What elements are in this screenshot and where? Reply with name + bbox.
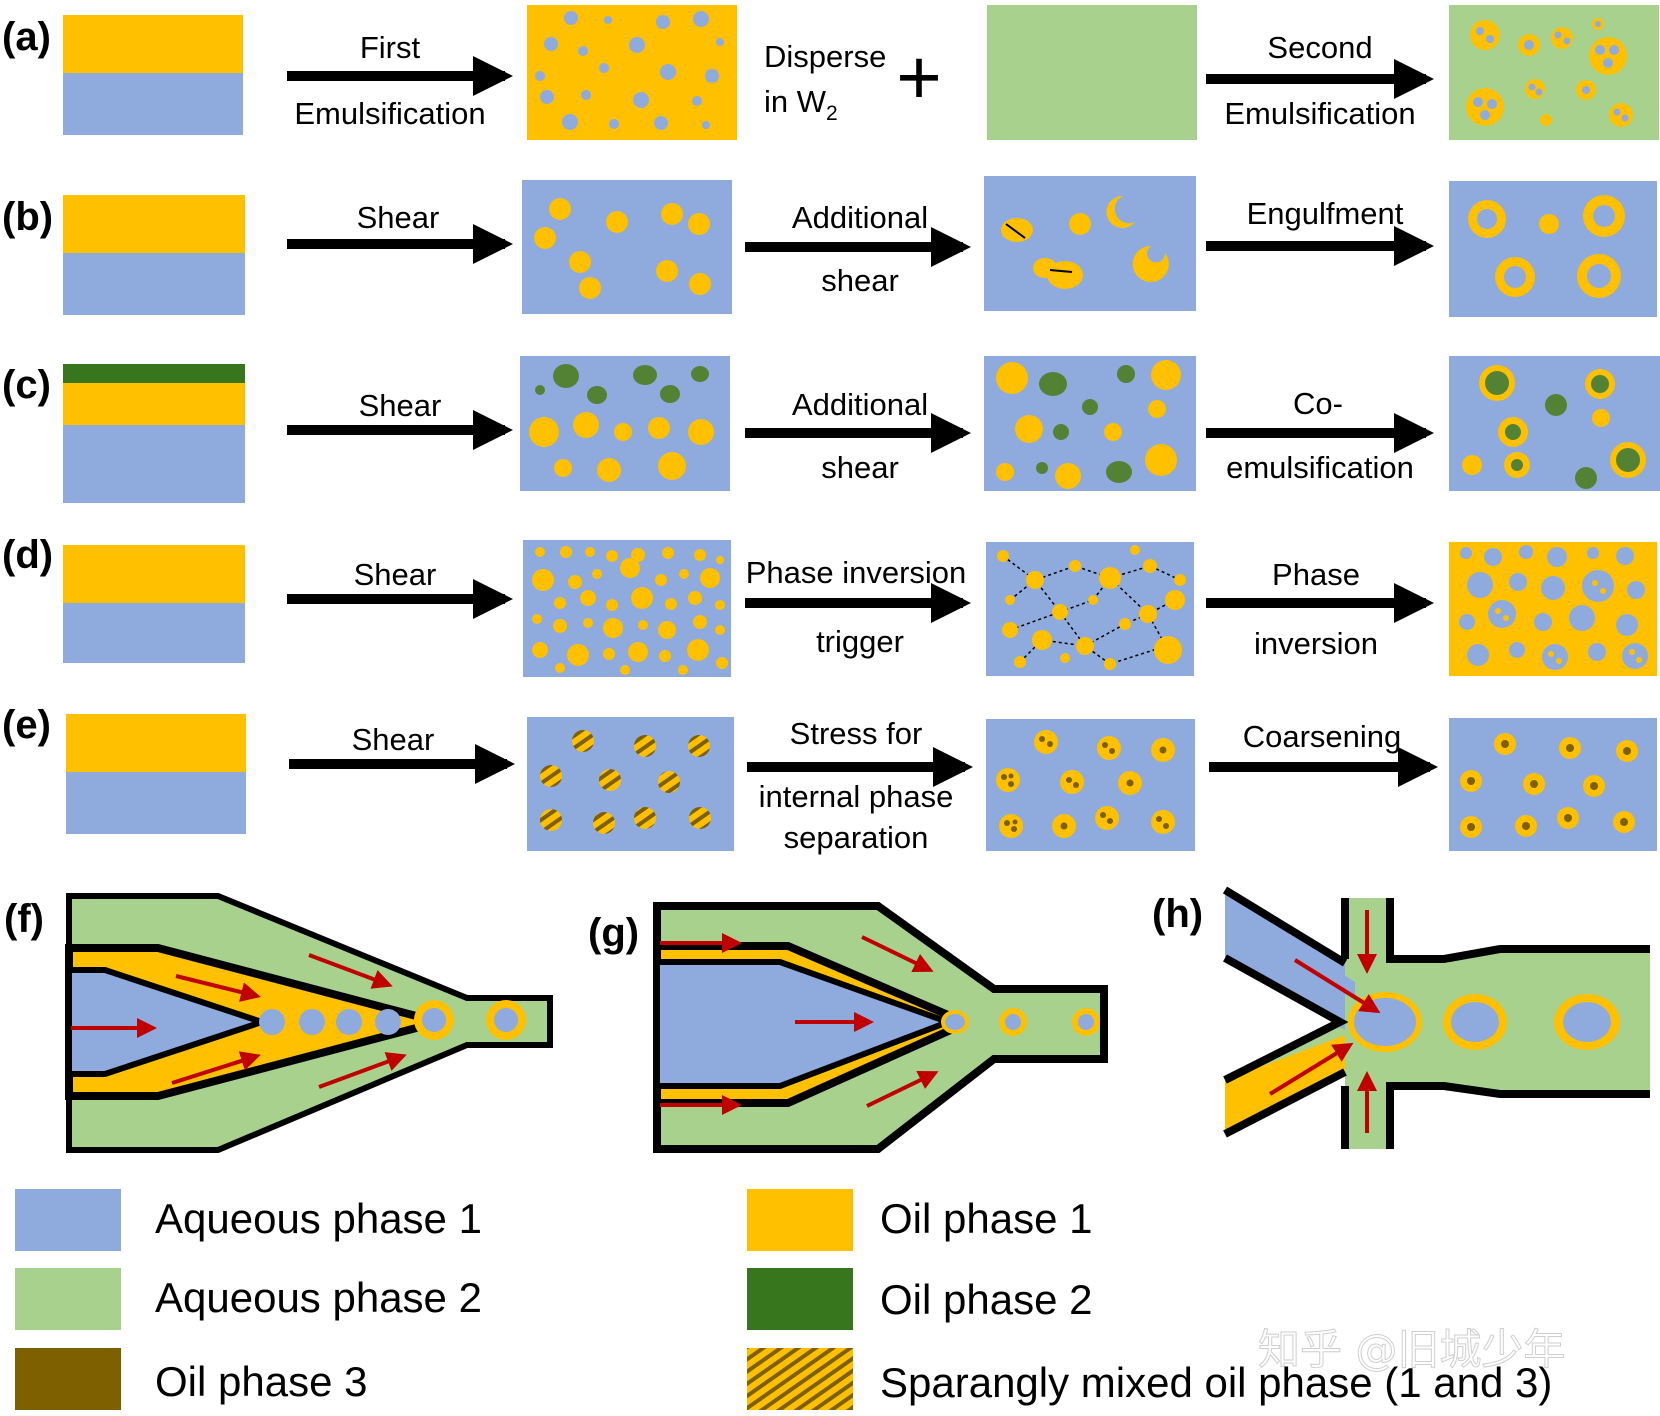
panel-label-h: (h) — [1152, 892, 1203, 936]
junction-wedge — [1225, 958, 1340, 1080]
w1-o-emulsion-box — [527, 5, 737, 140]
core-shell-drops — [1468, 195, 1625, 298]
legend-label: Aqueous phase 2 — [155, 1274, 482, 1321]
row-d: (d) Shear Phase inversion trigger — [2, 533, 1657, 677]
arrow-label: internal phase — [759, 779, 954, 814]
arrow-label: Stress for — [790, 716, 923, 751]
arrow-label: shear — [821, 263, 899, 298]
panel-label-c: (c) — [2, 363, 51, 407]
arrow-label: First — [360, 30, 421, 65]
disperse-label: Disperse — [764, 39, 886, 74]
panel-label-b: (b) — [2, 195, 53, 239]
legend: Aqueous phase 1 Aqueous phase 2 Oil phas… — [15, 1189, 1552, 1410]
aqueous-phase-1-layer — [63, 425, 245, 503]
deforming-droplets — [1001, 195, 1169, 289]
arrow-label: Phase — [1272, 557, 1360, 592]
legend-label: Oil phase 1 — [880, 1195, 1092, 1242]
hatched-droplets — [540, 730, 711, 834]
microfluidic-device-g: (g) — [588, 902, 1108, 1153]
plus-sign: + — [896, 33, 942, 121]
arrow-label: Emulsification — [1224, 96, 1415, 131]
inner-capillary — [66, 967, 272, 1077]
multi-core-droplets — [996, 730, 1175, 838]
flow-arrows-g — [660, 933, 939, 1115]
arrow-label: Coarsening — [1243, 719, 1402, 754]
row-b: (b) Shear Additional shear Engulfment — [2, 176, 1657, 317]
co-emulsion-drops — [1462, 365, 1646, 489]
mixed-droplets — [529, 364, 714, 482]
arrow-label: inversion — [1254, 626, 1378, 661]
panel-label-e: (e) — [2, 703, 51, 747]
flow-arrows-f — [71, 953, 407, 1089]
droplet-train-g — [941, 1008, 1100, 1036]
arrow-label: Shear — [352, 722, 435, 757]
oil-phase-2-layer — [63, 364, 245, 383]
aqueous-phase-1-layer — [63, 253, 245, 315]
legend-swatch-mixed-oil — [747, 1348, 853, 1410]
arrow-label: Co- — [1293, 386, 1343, 421]
row-a: (a) First Emulsification Disperse in W2 … — [2, 5, 1659, 140]
arrow-label: Emulsification — [294, 96, 485, 131]
arrow-label: separation — [784, 820, 929, 855]
mixed-droplets-sheared — [996, 360, 1181, 489]
aqueous-phase-1-layer — [66, 772, 246, 834]
oil-phase-1-layer — [66, 714, 246, 772]
flow-arrows-h — [1268, 910, 1381, 1133]
aqueous-phase-2-box — [987, 5, 1197, 140]
aqueous-inlet-channel — [1225, 890, 1345, 1030]
watermark-text: 知乎 @旧城少年 — [1258, 1325, 1565, 1374]
w1-droplets — [535, 11, 724, 130]
double-emulsion-drops — [1466, 18, 1633, 127]
arrow-label: Second — [1267, 30, 1372, 65]
arrow-label: Shear — [359, 388, 442, 423]
legend-label: Oil phase 3 — [155, 1358, 367, 1405]
arrow-label: Engulfment — [1247, 196, 1404, 231]
microfluidic-device-h: (h) — [1152, 886, 1650, 1149]
panel-label-a: (a) — [2, 15, 51, 59]
droplet-network — [997, 545, 1186, 670]
legend-label: Aqueous phase 1 — [155, 1195, 482, 1242]
legend-label: Sparangly mixed oil phase (1 and 3) — [880, 1359, 1552, 1406]
aqueous-phase-1-layer — [63, 73, 243, 135]
oil-phase-1-layer — [63, 15, 243, 73]
legend-swatch-aqueous-1 — [15, 1189, 121, 1251]
dense-oil-droplets — [532, 546, 728, 675]
legend-swatch-aqueous-2 — [15, 1268, 121, 1330]
row-e: (e) Shear Stress for internal phase sepa… — [2, 703, 1657, 855]
arrow-label: Shear — [354, 557, 437, 592]
oil-phase-1-layer — [63, 195, 245, 253]
arrow-label: Additional — [792, 200, 928, 235]
legend-label: Oil phase 2 — [880, 1276, 1092, 1323]
arrow-label: shear — [821, 450, 899, 485]
oil-phase-1-layer — [63, 545, 245, 603]
arrow-label: Additional — [792, 387, 928, 422]
single-core-droplets — [1460, 733, 1638, 838]
legend-swatch-oil-2 — [747, 1268, 853, 1330]
aqueous-phase-1-layer — [63, 603, 245, 663]
arrow-label: trigger — [816, 624, 904, 659]
arrow-label: emulsification — [1226, 450, 1414, 485]
panel-label-f: (f) — [4, 897, 44, 941]
arrow-label: Phase inversion — [746, 555, 967, 590]
arrow-label: Shear — [357, 200, 440, 235]
disperse-label-in-w2: in W2 — [764, 84, 838, 125]
microfluidic-device-f: (f) — [4, 893, 553, 1153]
oil-phase-1-layer — [63, 383, 245, 425]
droplet-train-h — [1348, 992, 1620, 1052]
legend-swatch-oil-1 — [747, 1189, 853, 1251]
deformed-droplets-box — [984, 176, 1196, 311]
row-c: (c) Shear Additional shear Co- emulsific… — [2, 356, 1660, 503]
panel-label-d: (d) — [2, 533, 53, 577]
inverted-drops — [1459, 545, 1648, 670]
oil-droplets — [534, 198, 711, 299]
droplet-train-f — [259, 1000, 526, 1040]
legend-swatch-oil-3 — [15, 1348, 121, 1410]
panel-label-g: (g) — [588, 911, 639, 955]
